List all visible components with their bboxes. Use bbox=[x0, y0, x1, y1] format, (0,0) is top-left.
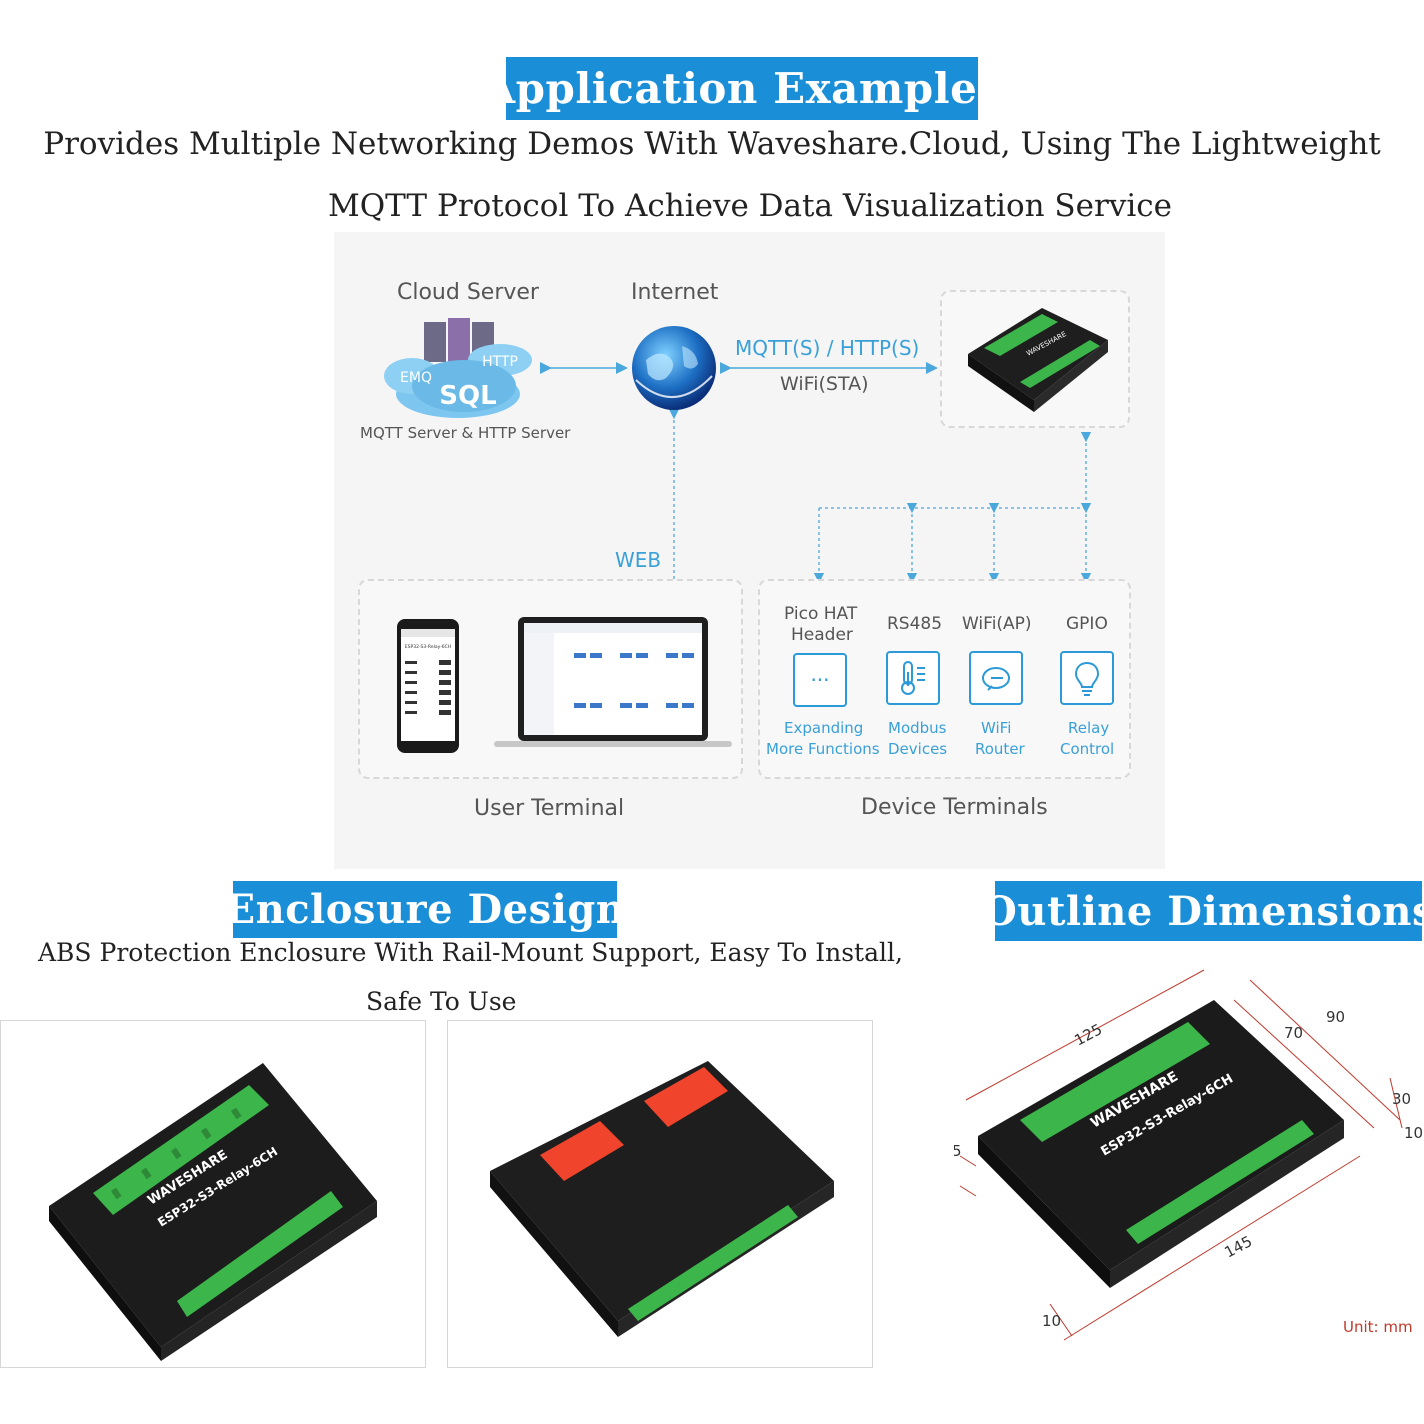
terminal-1-bottom: Expanding bbox=[784, 719, 864, 737]
cloud-tag-sql: SQL bbox=[439, 381, 496, 411]
smartphone-image: ESP32-S3-Relay-6CH bbox=[397, 619, 459, 753]
cloud-caption: MQTT Server & HTTP Server bbox=[360, 424, 571, 442]
terminal-2-bottom2: Devices bbox=[888, 740, 948, 758]
protocol-label: MQTT(S) / HTTP(S) bbox=[735, 336, 920, 360]
relay-board-image: WAVESHARE bbox=[968, 308, 1108, 412]
section-title: Application Examples bbox=[482, 64, 1002, 113]
dim-10-bottom: 10 bbox=[1042, 1312, 1061, 1330]
terminal-4-bottom2: Control bbox=[1060, 740, 1115, 758]
device-terminals-label: Device Terminals bbox=[861, 795, 1048, 820]
cloud-server-icon: HTTP EMQ SQL bbox=[384, 318, 532, 418]
thermometer-icon bbox=[886, 651, 940, 705]
outline-dimensions-drawing: WAVESHARE ESP32-S3-Relay-6CH 125 90 70 3… bbox=[954, 969, 1423, 1341]
enclosure-desc-line-1: ABS Protection Enclosure With Rail-Mount… bbox=[38, 938, 903, 967]
subtitle-line-1: Provides Multiple Networking Demos With … bbox=[43, 126, 1381, 162]
phone-screen-title: ESP32-S3-Relay-6CH bbox=[405, 644, 451, 650]
device-box: WAVESHARE bbox=[940, 290, 1130, 428]
dim-125: 125 bbox=[1071, 1020, 1105, 1049]
outline-dimensions-banner: Outline Dimensions bbox=[982, 881, 1424, 941]
internet-label: Internet bbox=[631, 280, 719, 305]
lightbulb-icon bbox=[1060, 651, 1114, 705]
dim-10-left: 10 bbox=[954, 1186, 955, 1204]
laptop-image bbox=[494, 617, 732, 747]
terminal-1-bottom2: More Functions bbox=[766, 740, 880, 758]
user-terminal-box: ESP32-S3-Relay-6CH bbox=[358, 579, 743, 779]
ellipsis-icon: ··· bbox=[793, 653, 847, 707]
relay-enclosure-back-image bbox=[490, 1061, 834, 1337]
relay-enclosure-front-image: WAVESHARE ESP32-S3-Relay-6CH bbox=[49, 1063, 377, 1361]
dim-5: 5 bbox=[954, 1142, 962, 1160]
terminal-1-top2: Header bbox=[791, 625, 853, 645]
globe-icon bbox=[632, 326, 716, 410]
network-diagram: Cloud Server HTTP EMQ SQL MQTT Server & … bbox=[334, 232, 1165, 869]
enclosure-photo-back bbox=[447, 1020, 873, 1368]
dim-10-right: 10 bbox=[1404, 1124, 1423, 1142]
dim-145: 145 bbox=[1221, 1232, 1255, 1261]
outline-title: Outline Dimensions bbox=[982, 887, 1424, 935]
cloud-server-label: Cloud Server bbox=[397, 280, 539, 305]
enclosure-desc-line-2: Safe To Use bbox=[366, 987, 517, 1016]
terminal-4-bottom: Relay bbox=[1068, 719, 1110, 737]
dim-90: 90 bbox=[1326, 1008, 1345, 1026]
cloud-tag-http: HTTP bbox=[482, 354, 518, 370]
dim-30: 30 bbox=[1392, 1090, 1411, 1108]
terminal-3-bottom: WiFi bbox=[981, 719, 1012, 737]
terminal-3-top: WiFi(AP) bbox=[962, 614, 1032, 634]
terminal-3-bottom2: Router bbox=[975, 740, 1025, 758]
enclosure-photo-front: WAVESHARE ESP32-S3-Relay-6CH bbox=[0, 1020, 426, 1368]
terminal-2-top: RS485 bbox=[887, 614, 943, 634]
terminal-2-bottom: Modbus bbox=[888, 719, 947, 737]
wifi-sta-label: WiFi(STA) bbox=[780, 373, 869, 395]
user-terminal-label: User Terminal bbox=[474, 796, 625, 821]
web-label: WEB bbox=[615, 548, 662, 572]
application-examples-banner: Application Examples bbox=[483, 57, 1001, 120]
connection-lines bbox=[540, 362, 1092, 614]
cloud-tag-emq: EMQ bbox=[400, 370, 432, 386]
dim-70: 70 bbox=[1284, 1024, 1303, 1042]
terminal-1-top: Pico HAT bbox=[784, 604, 858, 624]
terminal-4-top: GPIO bbox=[1066, 614, 1108, 634]
unit-label: Unit: mm bbox=[1343, 1318, 1413, 1336]
enclosure-design-banner: Enclosure Design bbox=[225, 881, 625, 938]
router-icon bbox=[969, 651, 1023, 705]
ellipsis-glyph: ··· bbox=[810, 668, 830, 692]
subtitle-line-2: MQTT Protocol To Achieve Data Visualizat… bbox=[328, 188, 1172, 224]
enclosure-title: Enclosure Design bbox=[224, 886, 626, 933]
